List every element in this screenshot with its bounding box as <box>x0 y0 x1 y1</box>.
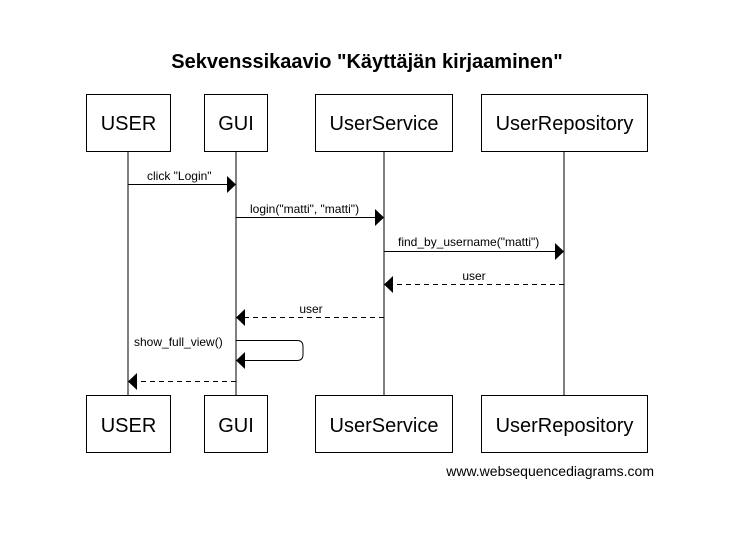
arrowhead-icon <box>236 352 245 369</box>
message-return-user-2: user <box>236 302 384 326</box>
message-label: show_full_view() <box>134 335 223 349</box>
participant-gui-top: GUI <box>204 94 268 152</box>
message-label: click "Login" <box>147 169 212 183</box>
message-label: find_by_username("matti") <box>398 235 539 249</box>
participant-userrepository-top: UserRepository <box>481 94 648 152</box>
message-click-login: click "Login" <box>128 169 236 193</box>
participant-label-user: USER <box>101 415 157 437</box>
participant-label-userservice: UserService <box>330 415 439 437</box>
participant-label-gui: GUI <box>218 113 254 135</box>
participant-userservice-bottom: UserService <box>315 395 453 453</box>
message-label: login("matti", "matti") <box>250 202 359 216</box>
arrowhead-icon <box>227 176 236 193</box>
arrowhead-icon <box>236 309 245 326</box>
arrowhead-icon <box>128 373 137 390</box>
participant-gui-bottom: GUI <box>204 395 268 453</box>
arrowhead-icon <box>384 276 393 293</box>
arrowhead-icon <box>555 243 564 260</box>
watermark-link[interactable]: www.websequencediagrams.com <box>445 463 654 479</box>
message-login: login("matti", "matti") <box>236 202 384 226</box>
message-return-to-user <box>128 373 236 390</box>
participant-user-top: USER <box>86 94 171 152</box>
message-show-full-view: show_full_view() <box>134 335 304 369</box>
participant-label-userrepository: UserRepository <box>496 113 634 135</box>
participant-user-bottom: USER <box>86 395 171 453</box>
message-label: user <box>462 269 485 283</box>
participant-userservice-top: UserService <box>315 94 453 152</box>
participant-label-userservice: UserService <box>330 113 439 135</box>
message-label: user <box>299 302 322 316</box>
participant-label-user: USER <box>101 113 157 135</box>
participant-label-gui: GUI <box>218 415 254 437</box>
arrowhead-icon <box>375 209 384 226</box>
participant-label-userrepository: UserRepository <box>496 415 634 437</box>
diagram-title: Sekvenssikaavio "Käyttäjän kirjaaminen" <box>171 51 562 73</box>
participant-userrepository-bottom: UserRepository <box>481 395 648 453</box>
message-find-by-username: find_by_username("matti") <box>384 235 564 260</box>
message-return-user-1: user <box>384 269 564 293</box>
